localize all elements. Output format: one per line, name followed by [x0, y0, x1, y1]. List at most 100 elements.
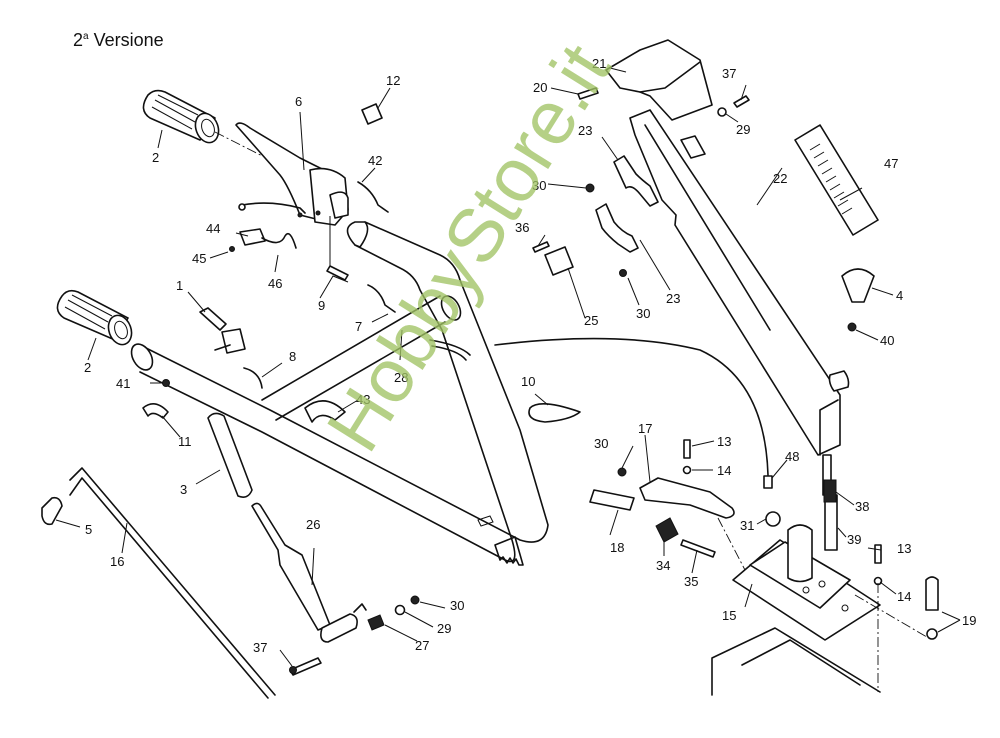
- part-label-35: 35: [684, 574, 698, 589]
- part-label-26: 26: [306, 517, 320, 532]
- nut-30-mid: [619, 269, 627, 277]
- rod-16b: [69, 477, 269, 699]
- washer-14a: [682, 465, 692, 475]
- leader-lines: [55, 67, 961, 667]
- part-label-39: 39: [847, 532, 861, 547]
- part-label-23b: 23: [666, 291, 680, 306]
- sleeve-3: [207, 412, 253, 498]
- part-label-15: 15: [722, 608, 736, 623]
- part-label-2-top: 2: [152, 150, 159, 165]
- gearbox-housing: [711, 627, 881, 696]
- cover-21: [605, 39, 713, 121]
- part-label-13b: 13: [897, 541, 911, 556]
- cable-8: [243, 367, 263, 389]
- clip-25: [544, 246, 574, 276]
- clip-11: [142, 403, 169, 419]
- part-label-14a: 14: [717, 463, 731, 478]
- bracket-17: [639, 477, 735, 519]
- bolt-20: [577, 87, 599, 100]
- part-label-25: 25: [584, 313, 598, 328]
- part-label-27: 27: [415, 638, 429, 653]
- cap-5: [41, 496, 63, 526]
- part-label-23a: 23: [578, 123, 592, 138]
- nut-41: [162, 379, 170, 387]
- part-label-31: 31: [740, 518, 754, 533]
- part-label-37-upper: 37: [722, 66, 736, 81]
- grip-bottom: [56, 289, 133, 346]
- bolt-36: [532, 241, 550, 253]
- part-label-2-bottom: 2: [84, 360, 91, 375]
- nut-40: [847, 322, 857, 332]
- part-label-19: 19: [962, 613, 976, 628]
- control-column: [629, 109, 850, 456]
- part-label-48: 48: [785, 449, 799, 464]
- switch-block: [229, 228, 297, 252]
- bolt-13b: [874, 544, 882, 564]
- part-label-28: 28: [394, 370, 408, 385]
- part-label-7: 7: [355, 319, 362, 334]
- rod-16: [69, 467, 276, 696]
- grip-top: [142, 89, 291, 171]
- spring-38: [823, 479, 837, 503]
- part-label-45: 45: [192, 251, 206, 266]
- spring-27: [367, 614, 385, 631]
- cable-7: [367, 284, 396, 313]
- part-label-3: 3: [180, 482, 187, 497]
- part-label-10: 10: [521, 374, 535, 389]
- part-label-9: 9: [318, 298, 325, 313]
- part-label-14b: 14: [897, 589, 911, 604]
- part-label-11: 11: [178, 434, 192, 449]
- decal-47: [794, 124, 879, 236]
- part-label-8: 8: [289, 349, 296, 364]
- part-label-42: 42: [368, 153, 382, 168]
- nut-30-upper: [585, 183, 595, 193]
- part-label-4: 4: [896, 288, 903, 303]
- part-label-47: 47: [884, 156, 898, 171]
- part-label-29-upper: 29: [736, 122, 750, 137]
- clip-43: [304, 400, 346, 423]
- part-label-12: 12: [386, 73, 400, 88]
- nut-30-right: [617, 467, 627, 477]
- washer-29-lower: [394, 604, 406, 616]
- part-label-44: 44: [206, 221, 220, 236]
- spring-34: [655, 517, 679, 543]
- nut-30-lower: [410, 595, 420, 605]
- part-label-43: 43: [356, 392, 370, 407]
- title-text: Versione: [88, 30, 164, 50]
- bracket-23a: [613, 155, 659, 207]
- throttle-cable: [494, 337, 769, 476]
- part-label-13a: 13: [717, 434, 731, 449]
- part-label-30-upper: 30: [532, 178, 546, 193]
- part-label-18: 18: [610, 540, 624, 555]
- part-label-36: 36: [515, 220, 529, 235]
- lever-26: [251, 502, 385, 643]
- diagram-title: 2a Versione: [73, 30, 164, 51]
- part-labels: 1 2 2 3 4 5 6 7 8 9 10 11 12 13 13 14 14…: [84, 56, 976, 655]
- label-sticker: [361, 103, 383, 125]
- brake-lever: [235, 122, 349, 226]
- part-label-34: 34: [656, 558, 670, 573]
- part-label-38: 38: [855, 499, 869, 514]
- part-label-37-lower: 37: [253, 640, 267, 655]
- cable-42: [357, 181, 389, 213]
- part-label-22: 22: [773, 171, 787, 186]
- part-label-16: 16: [110, 554, 124, 569]
- throttle-lever: [199, 307, 246, 354]
- part-label-5: 5: [85, 522, 92, 537]
- part-label-17: 17: [638, 421, 652, 436]
- part-label-6: 6: [295, 94, 302, 109]
- part-label-30-right: 30: [594, 436, 608, 451]
- bolt-35: [680, 539, 716, 558]
- washer-29-upper: [717, 107, 727, 117]
- part-label-46: 46: [268, 276, 282, 291]
- part-label-41: 41: [116, 376, 130, 391]
- part-label-29-lower: 29: [437, 621, 451, 636]
- knob-4: [841, 268, 875, 303]
- part-label-40: 40: [880, 333, 894, 348]
- part-label-1: 1: [176, 278, 183, 293]
- ring-31: [765, 511, 781, 527]
- plate-15: [732, 524, 881, 641]
- part-label-30-lower: 30: [450, 598, 464, 613]
- cable-adjuster: [326, 216, 349, 281]
